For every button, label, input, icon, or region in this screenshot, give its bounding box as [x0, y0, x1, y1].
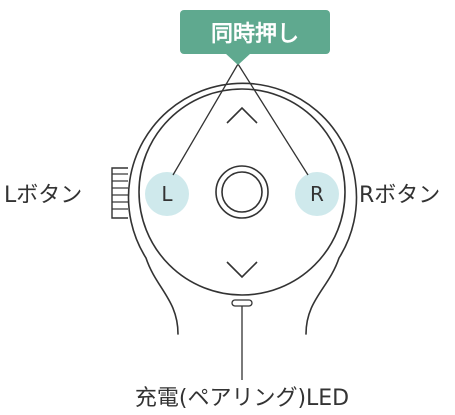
chevron-down-icon [226, 261, 258, 279]
center-ring-icon [215, 165, 269, 219]
r-button[interactable] [295, 172, 339, 216]
controller-body-outline [127, 82, 358, 335]
r-button-letter: R [310, 182, 324, 206]
simultaneous-press-callout: 同時押し [180, 10, 330, 65]
led-label: 充電(ペアリング)LED [135, 386, 349, 411]
callout-leader-left [172, 63, 239, 176]
chevron-up-icon [226, 106, 258, 124]
callout-leader-right [237, 63, 309, 176]
r-button-label: Rボタン [359, 183, 440, 208]
led-indicator [231, 299, 253, 307]
callout-label: 同時押し [211, 21, 299, 47]
l-button[interactable] [145, 172, 189, 216]
side-wheel-icon [111, 167, 128, 219]
l-button-letter: L [161, 182, 173, 206]
controller-face [138, 88, 346, 296]
l-button-label: Lボタン [4, 183, 82, 208]
